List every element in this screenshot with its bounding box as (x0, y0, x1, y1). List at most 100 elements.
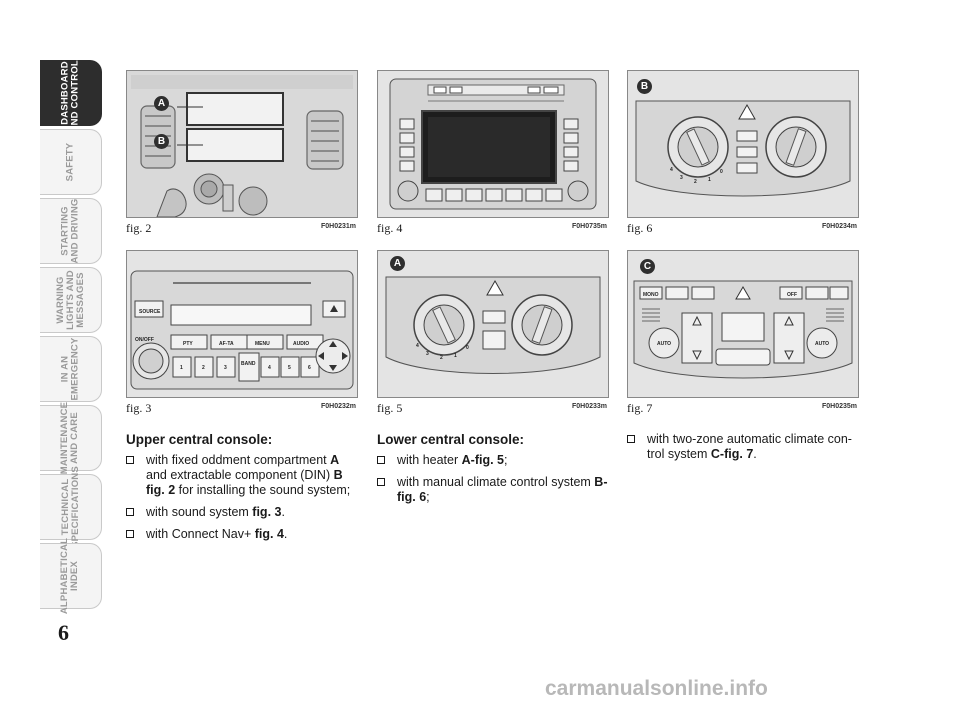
preset-6: 6 (308, 365, 311, 371)
tab-label: DASHBOARD AND CONTROLS (59, 53, 81, 133)
section-heading: Lower central console: (377, 432, 525, 447)
text: . (753, 447, 757, 461)
checkbox-bullet-icon (126, 530, 134, 538)
text: for installing the sound system; (175, 483, 351, 497)
bold-ref: C-fig. 7 (710, 447, 754, 461)
dial-number: 4 (416, 343, 419, 349)
onoff-label: ON/OFF (135, 337, 154, 343)
tab-label: TECHNICAL SPECIFICATIONS (59, 466, 81, 548)
callout-b: B (637, 79, 652, 94)
bold-ref: fig. 3 (252, 505, 282, 519)
watermark: carmanualsonline.info (545, 677, 768, 700)
preset-5: 5 (288, 365, 291, 371)
figure-label: fig. 5 (377, 401, 403, 415)
dial-number: 1 (454, 353, 457, 359)
preset-3: 3 (224, 365, 227, 371)
figure-label: fig. 6 (627, 221, 653, 235)
mono-button: MONO (643, 292, 659, 298)
text: and extractable component (DIN) (146, 468, 334, 482)
text: with two-zone automatic climate con-trol… (647, 432, 852, 461)
tab-label: STARTING AND DRIVING (59, 198, 81, 264)
tab-alphabetical-index[interactable]: ALPHABETICAL INDEX (40, 538, 102, 614)
figure-6-illustration: 4 3 2 1 0 (627, 70, 859, 218)
figure-label: fig. 2 (126, 221, 152, 235)
dial-number: 1 (708, 177, 711, 183)
list-item: with heater A-fig. 5; (377, 453, 609, 468)
text: . (283, 527, 288, 541)
figure-code: F0H0235m (821, 403, 857, 410)
afta-button: AF-TA (219, 341, 234, 347)
tab-label: SAFETY (64, 142, 76, 182)
dial-number: 0 (720, 169, 723, 175)
text: with sound system (146, 505, 253, 519)
bold-ref: A-fig. 5 (461, 453, 504, 467)
tab-maintenance-and-care[interactable]: MAINTENANCE AND CARE (40, 401, 102, 475)
list-item: with sound system fig. 3. (126, 505, 358, 520)
tab-in-an-emergency[interactable]: IN AN EMERGENCY (40, 336, 102, 402)
list-item: with fixed oddment compartment A and ext… (126, 453, 358, 498)
list-item: with Connect Nav+ fig. 4. (126, 527, 358, 542)
checkbox-bullet-icon (377, 478, 385, 486)
checkbox-bullet-icon (126, 456, 134, 464)
pty-button: PTY (183, 341, 193, 347)
bold-ref: fig. 4 (254, 527, 284, 541)
tab-label: WARNING LIGHTS AND MESSAGES (54, 270, 86, 330)
audio-button: AUDIO (293, 341, 309, 347)
tab-label: IN AN EMERGENCY (59, 337, 81, 401)
climate-section: with two-zone automatic climate con-trol… (627, 432, 859, 469)
lower-console-section: Lower central console: with heater A-fig… (377, 432, 609, 512)
text: ; (503, 453, 508, 467)
checkbox-bullet-icon (126, 508, 134, 516)
figure-5-illustration: 4 3 2 1 0 (377, 250, 609, 398)
dial-number: 2 (440, 355, 443, 361)
source-button: SOURCE (139, 309, 161, 315)
tab-label: MAINTENANCE AND CARE (59, 401, 81, 475)
preset-1: 1 (180, 365, 183, 371)
figure-code: F0H0735m (571, 223, 607, 230)
figure-code: F0H0232m (320, 403, 356, 410)
tab-dashboard-and-controls[interactable]: DASHBOARD AND CONTROLS (40, 54, 102, 132)
auto-right-button: AUTO (815, 341, 829, 347)
dial-number: 4 (670, 167, 673, 173)
tab-starting-and-driving[interactable]: STARTING AND DRIVING (40, 198, 102, 264)
upper-console-section: Upper central console: with fixed oddmen… (126, 432, 358, 549)
figure-label: fig. 7 (627, 401, 653, 415)
tab-technical-specifications[interactable]: TECHNICAL SPECIFICATIONS (40, 466, 102, 548)
bold-ref: A (330, 453, 340, 467)
callout-a: A (390, 256, 405, 271)
page-number: 6 (58, 620, 69, 645)
bold-ref: fig. 2 (146, 483, 176, 497)
preset-4: 4 (268, 365, 271, 371)
tab-warning-lights-and-messages[interactable]: WARNING LIGHTS AND MESSAGES (40, 267, 102, 333)
figure-label: fig. 3 (126, 401, 152, 415)
off-button: OFF (787, 292, 797, 298)
dial-number: 2 (694, 179, 697, 185)
bold-ref: B-fig. 6 (397, 475, 608, 504)
checkbox-bullet-icon (377, 456, 385, 464)
figure-code: F0H0231m (320, 223, 356, 230)
menu-button: MENU (255, 341, 270, 347)
tab-label: ALPHABETICAL INDEX (59, 537, 81, 615)
tab-safety[interactable]: SAFETY (40, 129, 102, 195)
figure-label: fig. 4 (377, 221, 403, 235)
figure-4-illustration (377, 70, 609, 218)
list-item: with manual climate control system B-fig… (377, 475, 609, 505)
figure-7-illustration: MONO OFF AUTO AUTO (627, 250, 859, 398)
text: with Connect Nav+ (146, 527, 255, 541)
bold-ref: B (333, 468, 343, 482)
text: ; (426, 490, 430, 504)
text: with heater (397, 453, 462, 467)
figure-code: F0H0234m (821, 223, 857, 230)
callout-b: B (154, 134, 169, 149)
preset-2: 2 (202, 365, 205, 371)
dial-number: 0 (466, 345, 469, 351)
text: . (281, 505, 285, 519)
dial-number: 3 (680, 175, 683, 181)
text: with fixed oddment compartment (146, 453, 331, 467)
band-button: BAND (241, 361, 256, 367)
figure-code: F0H0233m (571, 403, 607, 410)
text: with manual climate control system (397, 475, 595, 489)
callout-c: C (640, 259, 655, 274)
checkbox-bullet-icon (627, 435, 635, 443)
callout-a: A (154, 96, 169, 111)
